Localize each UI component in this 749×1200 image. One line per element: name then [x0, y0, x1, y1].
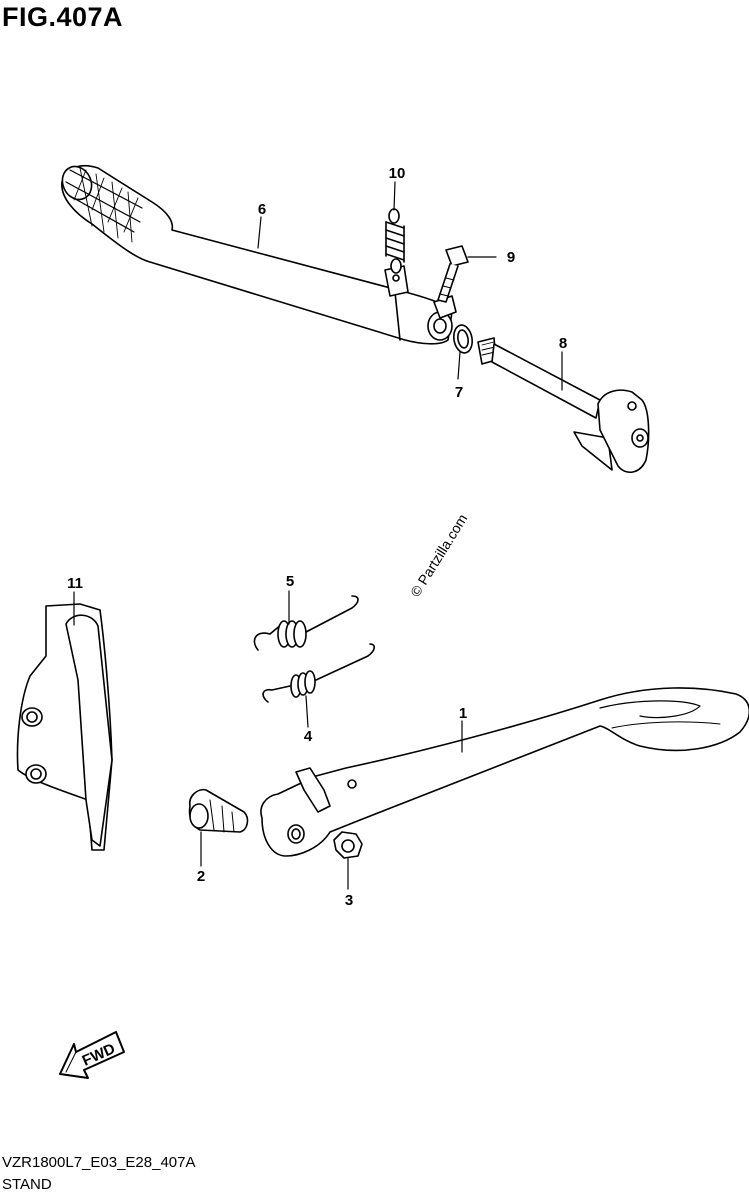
spring-4-drawing [262, 643, 376, 703]
stand-lever-drawing [61, 164, 457, 345]
section-name: STAND [2, 1176, 52, 1193]
bolt-drawing [437, 245, 469, 303]
fwd-label: FWD [80, 1040, 118, 1069]
callout-10: 10 [389, 165, 406, 182]
side-stand-drawing [260, 687, 749, 857]
model-code: VZR1800L7_E03_E28_407A [2, 1154, 196, 1171]
nut-drawing [333, 831, 363, 859]
spring-5-drawing [253, 595, 359, 651]
forward-direction-arrow [59, 1031, 125, 1079]
figure-title: FIG.407A [2, 2, 124, 32]
watermark: © Partzilla.com [407, 511, 471, 599]
callout-5: 5 [286, 573, 294, 590]
callout-3: 3 [345, 892, 353, 909]
o-ring-drawing [453, 324, 473, 354]
leader-lines [73, 181, 563, 890]
shaft-drawing [477, 337, 650, 473]
pivot-bolt-drawing [188, 788, 249, 833]
callout-8: 8 [559, 335, 567, 352]
callout-9: 9 [507, 249, 515, 266]
callout-6: 6 [258, 201, 266, 218]
callout-2: 2 [197, 868, 205, 885]
guard-plate-drawing [16, 603, 113, 851]
callout-4: 4 [304, 728, 313, 745]
callout-1: 1 [459, 705, 467, 722]
callout-11: 11 [67, 575, 83, 592]
return-spring-drawing [385, 208, 405, 274]
callout-7: 7 [455, 384, 463, 401]
